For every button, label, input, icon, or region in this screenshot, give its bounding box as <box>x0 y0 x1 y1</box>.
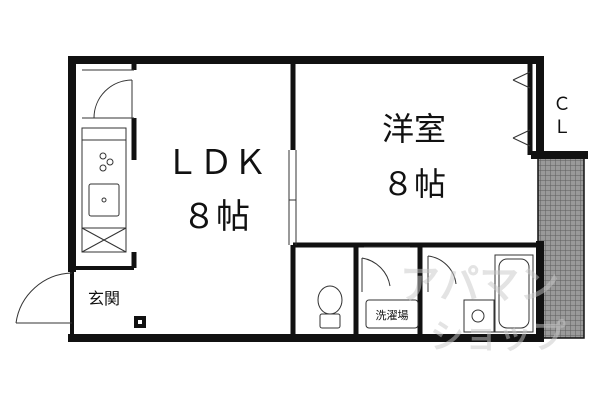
kitchen-counter <box>81 127 127 253</box>
balcony-hatched <box>537 157 585 339</box>
closet-doors <box>512 71 531 147</box>
storage-door <box>82 69 134 119</box>
ldk-size-label: ８帖 <box>182 197 250 237</box>
toilet-door <box>361 246 410 292</box>
bathroom-door <box>427 255 457 292</box>
sliding-door <box>288 150 297 245</box>
laundry-box <box>365 299 419 329</box>
bathtub <box>463 254 534 333</box>
entrance-walls <box>70 266 134 338</box>
watermark-line1: アパマン <box>400 262 559 308</box>
interior-walls <box>131 60 540 338</box>
western-room-size-label: ８帖 <box>382 165 446 203</box>
toilet-icon <box>317 285 343 329</box>
western-room-label: 洋室 <box>382 110 446 148</box>
outer-walls <box>68 56 588 342</box>
stove-icon <box>99 152 114 172</box>
entrance-door <box>15 272 73 324</box>
laundry-label: 洗濯場 <box>376 309 409 322</box>
ldk-label: ＬＤＫ <box>165 143 267 183</box>
closet-label-l: Ｌ <box>553 117 571 138</box>
entrance-label: 玄関 <box>88 289 120 308</box>
closet-label-c: Ｃ <box>553 94 571 115</box>
meter-box-inner <box>138 320 142 324</box>
watermark-line2: ショップ <box>430 317 566 357</box>
watermark-logo: アパマン ショップ <box>400 262 566 357</box>
